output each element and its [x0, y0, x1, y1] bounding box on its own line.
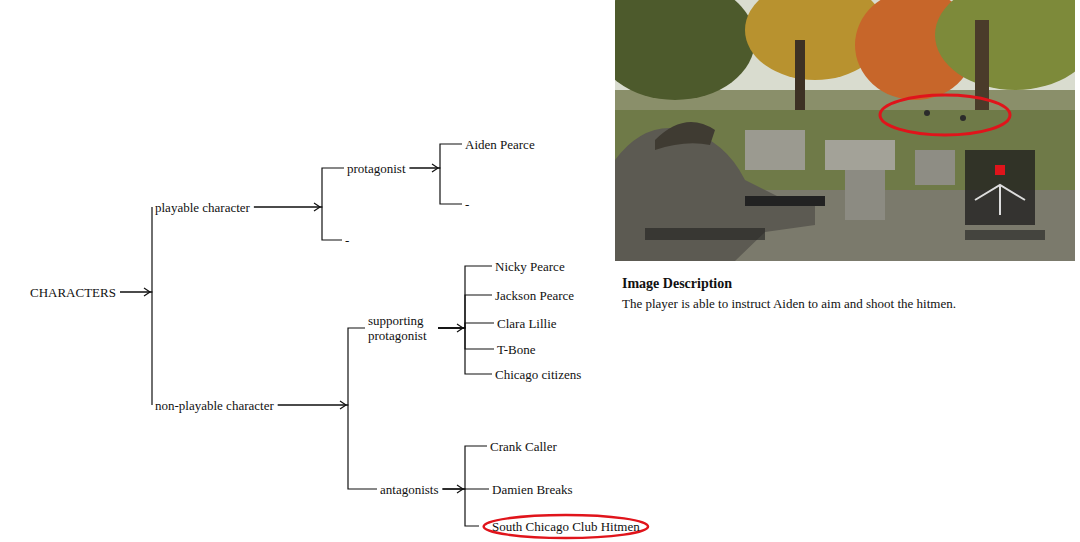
- circled-node: South Chicago Club Hitmen: [482, 514, 650, 539]
- tree-node: -: [465, 197, 469, 212]
- bracket-connector: [120, 207, 152, 292]
- tree-node: Nicky Pearce: [495, 259, 565, 274]
- node-text: protagonist: [347, 161, 406, 176]
- node-text: T-Bone: [497, 342, 536, 357]
- description-heading: Image Description: [622, 276, 732, 292]
- bracket-connector: [443, 446, 488, 489]
- tree-node: Chicago citizens: [495, 367, 581, 382]
- node-text: -: [465, 197, 469, 212]
- ellipse-shape: [484, 515, 648, 538]
- node-text: non-playable character: [155, 398, 274, 413]
- bracket-connector: [438, 323, 494, 328]
- tree-node: CHARACTERS: [30, 285, 116, 300]
- bracket-connector: [438, 328, 492, 374]
- bracket-connector: [410, 168, 463, 204]
- bracket-connector: [254, 168, 344, 207]
- tree-node: antagonists: [380, 482, 439, 497]
- tree-node: -: [345, 233, 349, 248]
- bracket-connector: [410, 144, 463, 168]
- bracket-connector: [438, 266, 492, 328]
- node-text: playable character: [155, 200, 250, 215]
- tree-node: Damien Breaks: [492, 482, 573, 497]
- node-text: antagonists: [380, 482, 439, 497]
- bracket-connector: [278, 328, 365, 405]
- bracket-connector: [443, 489, 480, 526]
- node-text: Chicago citizens: [495, 367, 581, 382]
- tree-node: protagonist: [347, 161, 406, 176]
- node-text: Crank Caller: [490, 439, 557, 454]
- bracket-connector: [278, 405, 377, 489]
- node-text: Clara Lillie: [497, 316, 557, 331]
- tree-node: supporting protagonist: [368, 313, 434, 343]
- tree-node: playable character: [155, 200, 250, 215]
- description-text: The player is able to instruct Aiden to …: [622, 296, 956, 312]
- node-text: supporting protagonist: [368, 313, 434, 343]
- tree-node: Aiden Pearce: [465, 137, 535, 152]
- node-text: Damien Breaks: [492, 482, 573, 497]
- bracket-connector: [438, 328, 494, 349]
- node-text: -: [345, 233, 349, 248]
- bracket-connector: [120, 292, 152, 405]
- node-text: Aiden Pearce: [465, 137, 535, 152]
- tree-node: Crank Caller: [490, 439, 557, 454]
- tree-node: Jackson Pearce: [495, 288, 574, 303]
- node-text: South Chicago Club Hitmen: [492, 519, 640, 534]
- tree-node: Clara Lillie: [497, 316, 557, 331]
- bracket-connector: [254, 207, 342, 240]
- node-text: Jackson Pearce: [495, 288, 574, 303]
- tree-node: non-playable character: [155, 398, 274, 413]
- tree-node: T-Bone: [497, 342, 536, 357]
- game-screenshot: [615, 0, 1075, 261]
- node-text: CHARACTERS: [30, 285, 116, 300]
- node-text: Nicky Pearce: [495, 259, 565, 274]
